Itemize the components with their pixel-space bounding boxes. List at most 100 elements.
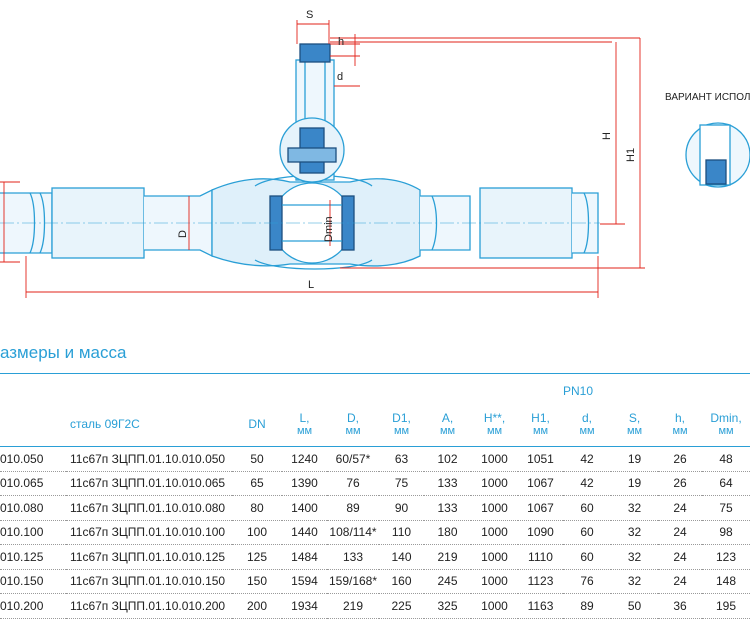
table-cell: 24: [658, 520, 702, 545]
table-cell: 89: [563, 593, 611, 619]
table-cell: 36: [658, 593, 702, 619]
spec-table: PN10 сталь 09Г2С DN L,мм D,мм D1,мм A,мм…: [0, 376, 750, 619]
table-cell: 26: [658, 446, 702, 472]
label-Dmin: Dmin: [323, 216, 335, 242]
label-D: D: [177, 230, 189, 238]
table-cell: 11с67п ЗЦПП.01.10.010.050: [66, 446, 232, 472]
table-cell: 1000: [471, 495, 518, 521]
table-cell: 010.065: [0, 471, 66, 496]
table-cell: 010.150: [0, 569, 66, 594]
col-header: d,мм: [579, 410, 595, 437]
table-cell: 100: [232, 520, 282, 545]
table-cell: 1000: [471, 569, 518, 594]
table-cell: 32: [611, 520, 658, 545]
table-cell: 19: [611, 446, 658, 472]
table-cell: 60: [563, 520, 611, 545]
table-cell: 245: [424, 569, 471, 594]
table-cell: 24: [658, 569, 702, 594]
table-cell: 195: [702, 593, 750, 619]
table-cell: 63: [379, 446, 424, 472]
table-cell: 133: [424, 495, 471, 521]
col-header: H**,мм: [483, 410, 506, 437]
table-cell: 133: [424, 471, 471, 496]
label-D1: D1: [0, 220, 1, 234]
col-header: A,мм: [439, 410, 456, 437]
table-cell: 11с67п ЗЦПП.01.10.010.065: [66, 471, 232, 496]
table-cell: 1110: [518, 544, 563, 570]
table-cell: 123: [702, 544, 750, 570]
table-cell: 1123: [518, 569, 563, 594]
table-cell: 60: [563, 544, 611, 570]
valve-drawing: S h d H H1 D1 D Dmin L ВАРИАНТ ИСПОЛН: [0, 9, 750, 298]
table-cell: 125: [232, 544, 282, 570]
table-cell: 60/57*: [327, 446, 379, 472]
table-cell: 11с67п ЗЦПП.01.10.010.080: [66, 495, 232, 521]
table-cell: 160: [379, 569, 424, 594]
table-cell: 200: [232, 593, 282, 619]
table-cell: 1067: [518, 495, 563, 521]
table-cell: 11с67п ЗЦПП.01.10.010.125: [66, 544, 232, 570]
col-header: L,мм: [296, 410, 313, 437]
table-cell: 219: [327, 593, 379, 619]
table-cell: 64: [702, 471, 750, 496]
table-cell: 325: [424, 593, 471, 619]
table-cell: 150: [232, 569, 282, 594]
table-cell: 11с67п ЗЦПП.01.10.010.200: [66, 593, 232, 619]
table-cell: 1000: [471, 593, 518, 619]
stem-top: [299, 43, 331, 63]
table-cell: 19: [611, 471, 658, 496]
label-L: L: [308, 279, 314, 291]
section-rule: [0, 373, 750, 374]
pn-row: PN10: [0, 376, 750, 402]
table-cell: 76: [327, 471, 379, 496]
table-cell: 1440: [282, 520, 327, 545]
table-cell: 48: [702, 446, 750, 472]
table-cell: 010.050: [0, 446, 66, 472]
table-cell: 24: [658, 495, 702, 521]
table-cell: 42: [563, 446, 611, 472]
table-cell: 1067: [518, 471, 563, 496]
table-cell: 11с67п ЗЦПП.01.10.010.100: [66, 520, 232, 545]
table-cell: 89: [327, 495, 379, 521]
col-header: H1,мм: [531, 410, 550, 437]
header-row: сталь 09Г2С DN L,мм D,мм D1,мм A,мм H**,…: [0, 402, 750, 447]
table-cell: 32: [611, 544, 658, 570]
col-header: D1,мм: [392, 410, 411, 437]
table-cell: 76: [563, 569, 611, 594]
table-cell: 50: [232, 446, 282, 472]
table-cell: 219: [424, 544, 471, 570]
table-cell: 75: [702, 495, 750, 521]
table-cell: 225: [379, 593, 424, 619]
table-cell: 180: [424, 520, 471, 545]
pn-label: PN10: [563, 384, 594, 398]
label-s: S: [306, 9, 313, 21]
table-cell: 1240: [282, 446, 327, 472]
table-cell: 1051: [518, 446, 563, 472]
table-cell: 1390: [282, 471, 327, 496]
table-cell: 133: [327, 544, 379, 570]
col-header: h,мм: [672, 410, 688, 437]
table-cell: 1000: [471, 544, 518, 570]
table-cell: 26: [658, 471, 702, 496]
table-cell: 90: [379, 495, 424, 521]
table-cell: 32: [611, 569, 658, 594]
table-cell: 010.100: [0, 520, 66, 545]
table-cell: 1000: [471, 520, 518, 545]
table-cell: 1400: [282, 495, 327, 521]
table-cell: 1934: [282, 593, 327, 619]
table-cell: 010.080: [0, 495, 66, 521]
label-d: d: [337, 71, 343, 83]
table-cell: 1163: [518, 593, 563, 619]
table-cell: 1090: [518, 520, 563, 545]
table-cell: 32: [611, 495, 658, 521]
table-cell: 60: [563, 495, 611, 521]
table-cell: 010.125: [0, 544, 66, 570]
section-title: азмеры и масса: [0, 343, 127, 362]
table-cell: 1594: [282, 569, 327, 594]
